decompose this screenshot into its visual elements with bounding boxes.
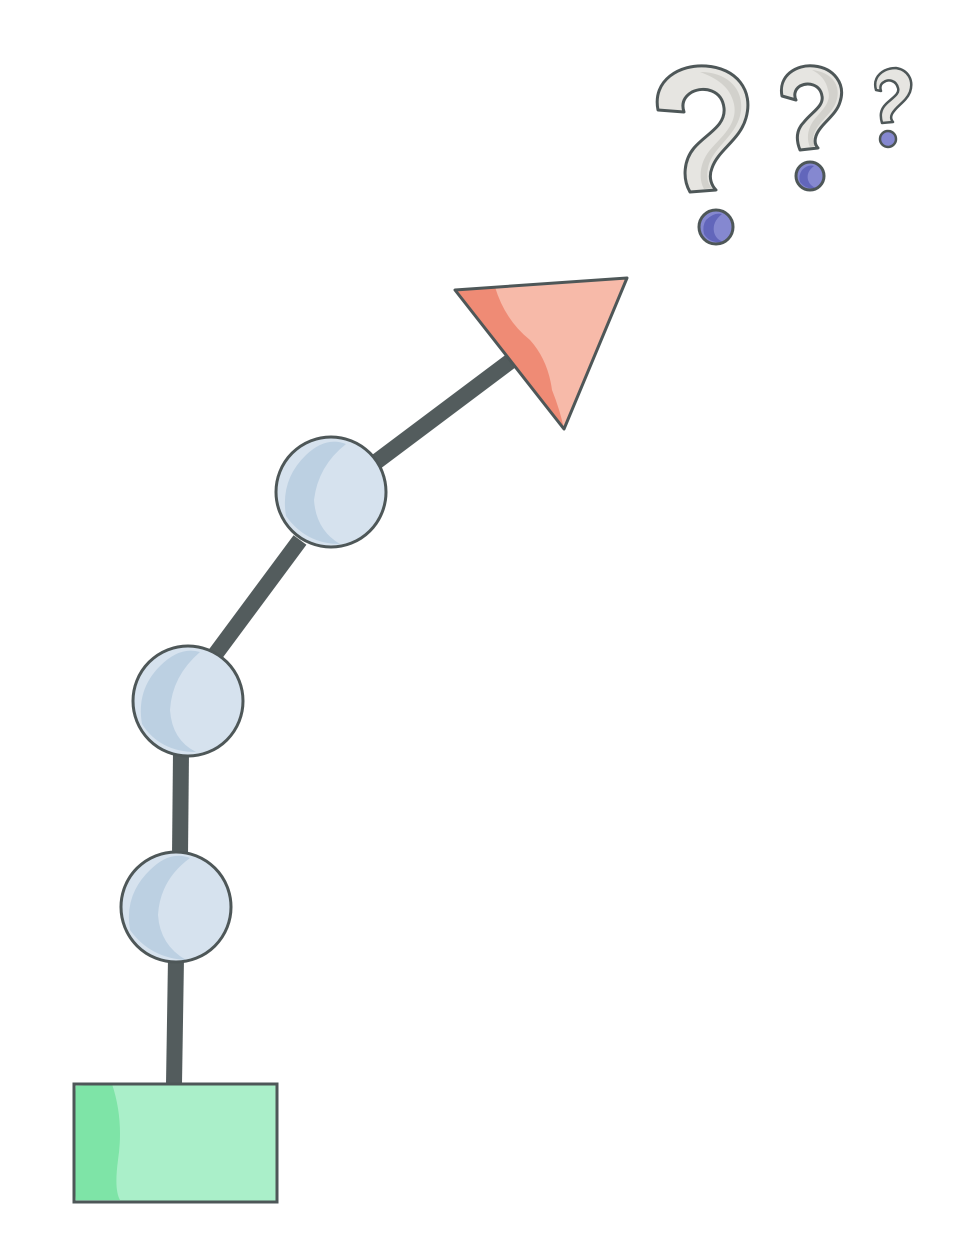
link-base-to-joint-1 (166, 957, 184, 1085)
link-joint-2-to-joint-3 (207, 535, 307, 661)
end-effector-triangle (453, 276, 629, 431)
link-joint-1-to-joint-2 (172, 751, 189, 857)
joint-1 (119, 850, 233, 964)
question-mark-small (873, 66, 913, 149)
joint-3 (274, 435, 388, 549)
joint-2 (131, 644, 245, 758)
arm-links (166, 353, 517, 1085)
link-joint-3-to-end-effector (371, 353, 517, 469)
question-mark-medium (779, 64, 843, 192)
base-block (72, 1082, 279, 1204)
question-mark-large (655, 64, 750, 246)
